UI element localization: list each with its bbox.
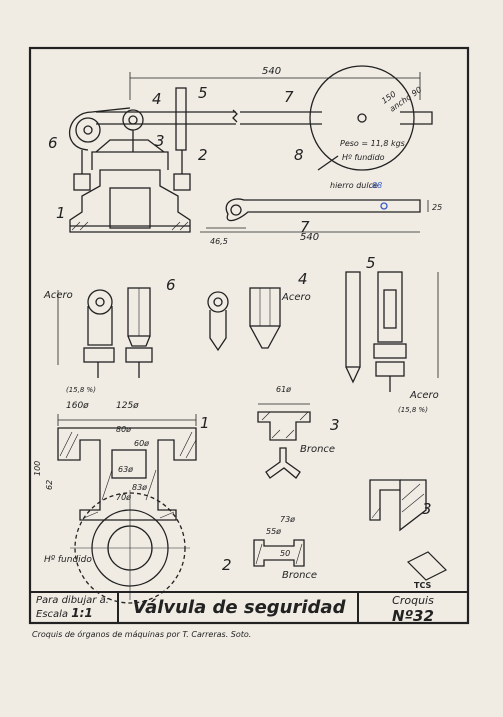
- dim-83: 83ø: [132, 483, 147, 492]
- part-number-5: 5: [198, 84, 208, 102]
- valve-body: [69, 169, 191, 233]
- dim-88: 88: [372, 181, 382, 190]
- title-block-instruction: Para dibujar a: Escala 1:1: [36, 595, 109, 620]
- dim-63: 63ø: [118, 465, 133, 474]
- bushing-part2: [253, 539, 305, 567]
- dim-70: 70ø: [116, 493, 131, 502]
- dim-125: 125ø: [116, 401, 139, 411]
- part-number-7: 7: [284, 88, 294, 106]
- material-bronce-2: Bronce: [282, 570, 317, 581]
- logo-seal: TCS: [406, 551, 448, 590]
- part-number-4-detail: 4: [298, 270, 308, 288]
- part-number-5-detail: 5: [366, 254, 376, 272]
- sheet-number: Nº32: [392, 607, 434, 625]
- dim-15-8-right: (15,8 %): [398, 406, 428, 414]
- title-block-number: Croquis Nº32: [362, 594, 464, 625]
- instruction-line-2: Escala 1:1: [36, 606, 109, 620]
- scale-value: 1:1: [71, 606, 93, 620]
- part-number-2-detail: 2: [222, 556, 232, 574]
- croquis-label: Croquis: [392, 594, 434, 607]
- dim-25: 25: [432, 203, 442, 212]
- weight-label: Peso = 11,8 kgs.: [340, 139, 407, 148]
- part-number-2: 2: [198, 146, 208, 164]
- dim-50: 50: [280, 549, 290, 558]
- weight-material: Hº fundido: [342, 153, 385, 162]
- footer-caption: Croquis de órganos de máquinas por T. Ca…: [32, 630, 252, 639]
- logo-text: TCS: [414, 581, 431, 590]
- drawing-title: Válvula de seguridad: [132, 597, 346, 618]
- dim-80: 80ø: [116, 425, 131, 434]
- part-number-1-detail: 1: [200, 414, 210, 432]
- part-number-3-section: 3: [422, 500, 432, 518]
- body-material: Hº fundido: [44, 555, 92, 565]
- dim-61: 61ø: [276, 385, 291, 394]
- material-acero-4: Acero: [281, 292, 311, 303]
- lever-detail: [200, 198, 429, 233]
- part-number-7-detail: 7: [300, 218, 310, 236]
- part4-detail: [207, 287, 281, 352]
- dim-15-8-left: (15,8 %): [66, 386, 96, 394]
- dim-540-top: 540: [262, 66, 281, 77]
- material-acero-6: Acero: [43, 290, 73, 301]
- body-section-view: [57, 414, 197, 604]
- dim-55: 55ø: [266, 527, 281, 536]
- dim-46-5: 46,5: [210, 237, 228, 246]
- part-number-6: 6: [48, 134, 58, 152]
- dim-73: 73ø: [280, 515, 295, 524]
- part-number-4: 4: [152, 90, 162, 108]
- lever-material: hierro dulce: [330, 181, 378, 190]
- part-number-3: 3: [155, 132, 165, 150]
- material-bronce-3: Bronce: [300, 444, 335, 455]
- drawing-frame: [28, 46, 470, 625]
- part-number-6-detail: 6: [166, 276, 176, 294]
- part-number-8: 8: [294, 146, 304, 164]
- part6-detail: [57, 287, 153, 378]
- dim-62: 62: [45, 480, 54, 490]
- instruction-line-1: Para dibujar a:: [36, 595, 110, 606]
- seat-part3: [257, 403, 427, 532]
- dim-540-lever: 540: [300, 232, 319, 243]
- dim-160: 160ø: [66, 401, 89, 411]
- material-acero-5: Acero: [409, 390, 439, 401]
- part-number-1: 1: [56, 204, 66, 222]
- dim-100: 100: [33, 461, 42, 476]
- assembly-view: [69, 65, 433, 233]
- part-number-3-detail: 3: [330, 416, 340, 434]
- scale-prefix: Escala: [36, 609, 69, 620]
- part5-detail: [345, 271, 439, 392]
- dim-60: 60ø: [134, 439, 149, 448]
